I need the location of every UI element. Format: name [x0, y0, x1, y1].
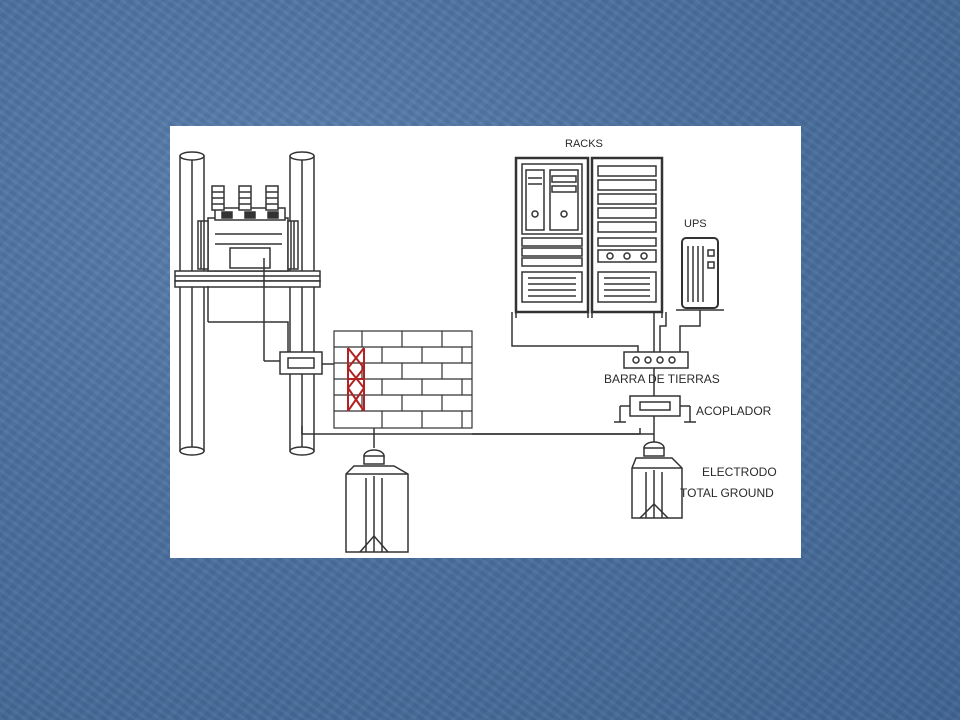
electrode-right — [631, 441, 683, 519]
ups-unit — [676, 237, 724, 311]
label-total-ground: TOTAL GROUND — [680, 486, 774, 500]
surge-protector — [346, 347, 366, 412]
diagram-drawing — [174, 151, 724, 553]
electrode-left — [345, 428, 409, 553]
grounding-diagram: RACKS UPS BARRA DE TIERRAS ACOPLADOR ELE… — [170, 126, 801, 558]
utility-pole-left — [179, 151, 205, 456]
server-rack-left — [514, 156, 590, 318]
label-acoplador: ACOPLADOR — [696, 404, 772, 418]
label-ups: UPS — [684, 218, 707, 230]
transformer-bushings — [211, 185, 279, 211]
transformer — [197, 207, 299, 272]
ground-bus-bar — [623, 351, 689, 396]
transformer-platform — [174, 270, 321, 288]
server-rack-right — [590, 156, 664, 318]
utility-pole-right — [289, 151, 315, 456]
equipment-ground-wires — [511, 310, 701, 352]
label-racks: RACKS — [565, 138, 603, 150]
transformer-ground-wires — [207, 258, 641, 435]
label-electrodo: ELECTRODO — [702, 465, 777, 479]
coupler-box-right — [614, 395, 696, 444]
label-barra-de-tierras: BARRA DE TIERRAS — [604, 372, 720, 386]
